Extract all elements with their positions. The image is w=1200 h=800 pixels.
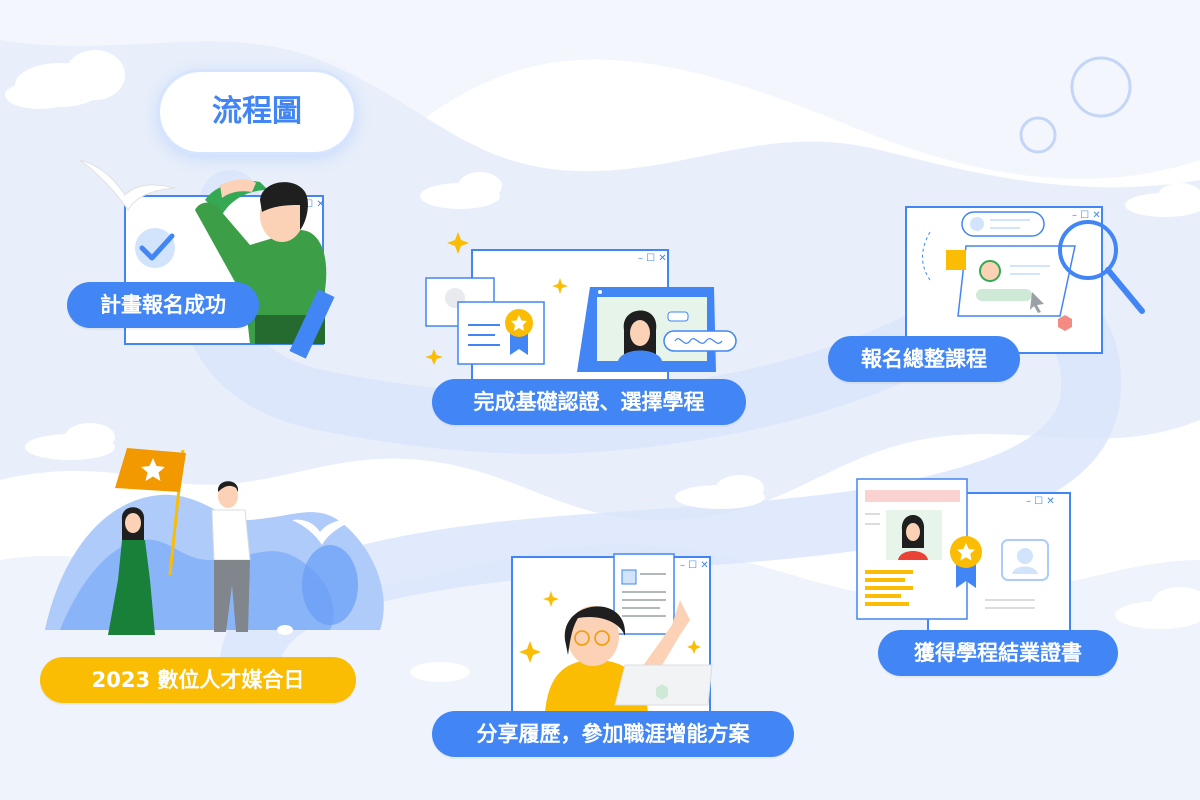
step-4-label: 2023 數位人才媒合日: [40, 657, 356, 703]
svg-text:– ☐ ✕: – ☐ ✕: [296, 199, 325, 210]
svg-text:– ☐ ✕: – ☐ ✕: [638, 253, 667, 264]
svg-text:– ☐ ✕: – ☐ ✕: [1072, 210, 1101, 221]
step4-illustration: [45, 448, 384, 635]
step-6-label: 獲得學程結業證書: [878, 630, 1118, 676]
svg-text:– ☐ ✕: – ☐ ✕: [680, 560, 709, 571]
step-2-label: 完成基礎認證、選擇學程: [432, 379, 746, 425]
page-title: 流程圖: [160, 72, 354, 152]
step3-illustration: – ☐ ✕: [905, 206, 1145, 354]
step-5-label: 分享履歷，參加職涯增能方案: [432, 711, 794, 757]
step-1-label: 計畫報名成功: [67, 282, 259, 328]
step6-illustration: – ☐ ✕: [856, 478, 1071, 632]
step2-illustration: – ☐ ✕: [425, 232, 737, 391]
step-3-label: 報名總整課程: [828, 336, 1020, 382]
step5-illustration: – ☐ ✕: [511, 553, 713, 714]
svg-text:– ☐ ✕: – ☐ ✕: [1026, 496, 1055, 507]
